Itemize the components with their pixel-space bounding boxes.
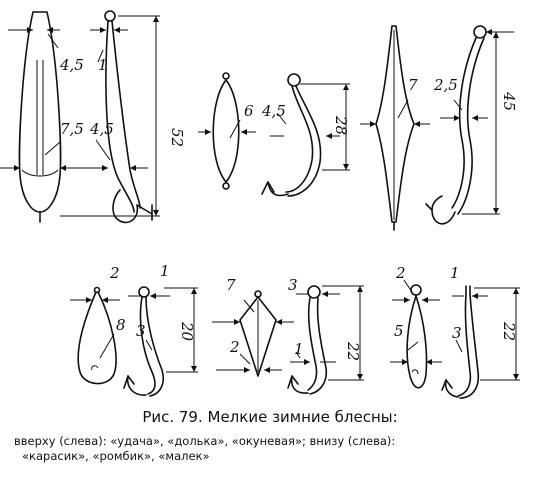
label-2-rombik: 2 (229, 338, 240, 356)
label-5: 5 (394, 322, 404, 340)
lure-long-side (425, 25, 514, 225)
label-45: 45 (500, 91, 518, 111)
label-1-karasik: 1 (160, 262, 170, 280)
lure-dolka (198, 72, 256, 190)
label-2-malek: 2 (395, 264, 406, 282)
label-6: 6 (244, 102, 254, 120)
label-4-5-top: 4,5 (59, 56, 84, 74)
lure-karasik (70, 286, 120, 385)
label-22-rombik: 22 (344, 341, 362, 361)
label-1-malek: 1 (450, 264, 460, 282)
lure-udacha-side (60, 10, 160, 224)
lure-udacha (0, 11, 74, 223)
legend-line-1: вверху (слева): «удача», «долька», «окун… (14, 434, 396, 448)
label-3-karasik: 3 (136, 322, 146, 340)
label-28: 28 (332, 115, 350, 135)
label-52: 52 (168, 128, 186, 147)
label-7-top: 7 (408, 76, 418, 94)
lure-malek-side (441, 285, 520, 399)
label-8: 8 (116, 316, 126, 334)
lure-rombik (212, 290, 294, 377)
legend-line-2: «карасик», «ромбик», «малек» (22, 449, 210, 463)
label-3-malek: 3 (452, 324, 462, 342)
label-2-karasik: 2 (109, 264, 120, 282)
label-1-rombik: 1 (294, 340, 304, 358)
figure-caption: Рис. 79. Мелкие зимние блесны: (142, 408, 398, 426)
label-7-5: 7,5 (60, 120, 84, 138)
label-7-rombik: 7 (226, 276, 236, 294)
lure-rombik-side (287, 285, 364, 395)
label-3-rombik: 3 (288, 276, 298, 294)
lure-okunevaya (261, 73, 350, 197)
lure-malek (390, 279, 442, 389)
figure-legend: вверху (слева): «удача», «долька», «окун… (14, 434, 538, 464)
label-20: 20 (178, 321, 196, 342)
lure-karasik-side (123, 286, 198, 397)
label-22-malek: 22 (500, 321, 518, 341)
label-4-5-mid: 4,5 (89, 120, 114, 138)
label-2-5: 2,5 (433, 76, 458, 94)
label-1-top: 1 (98, 56, 108, 74)
label-4-5-okun: 4,5 (261, 102, 286, 120)
lure-long-rhomb (360, 25, 430, 231)
